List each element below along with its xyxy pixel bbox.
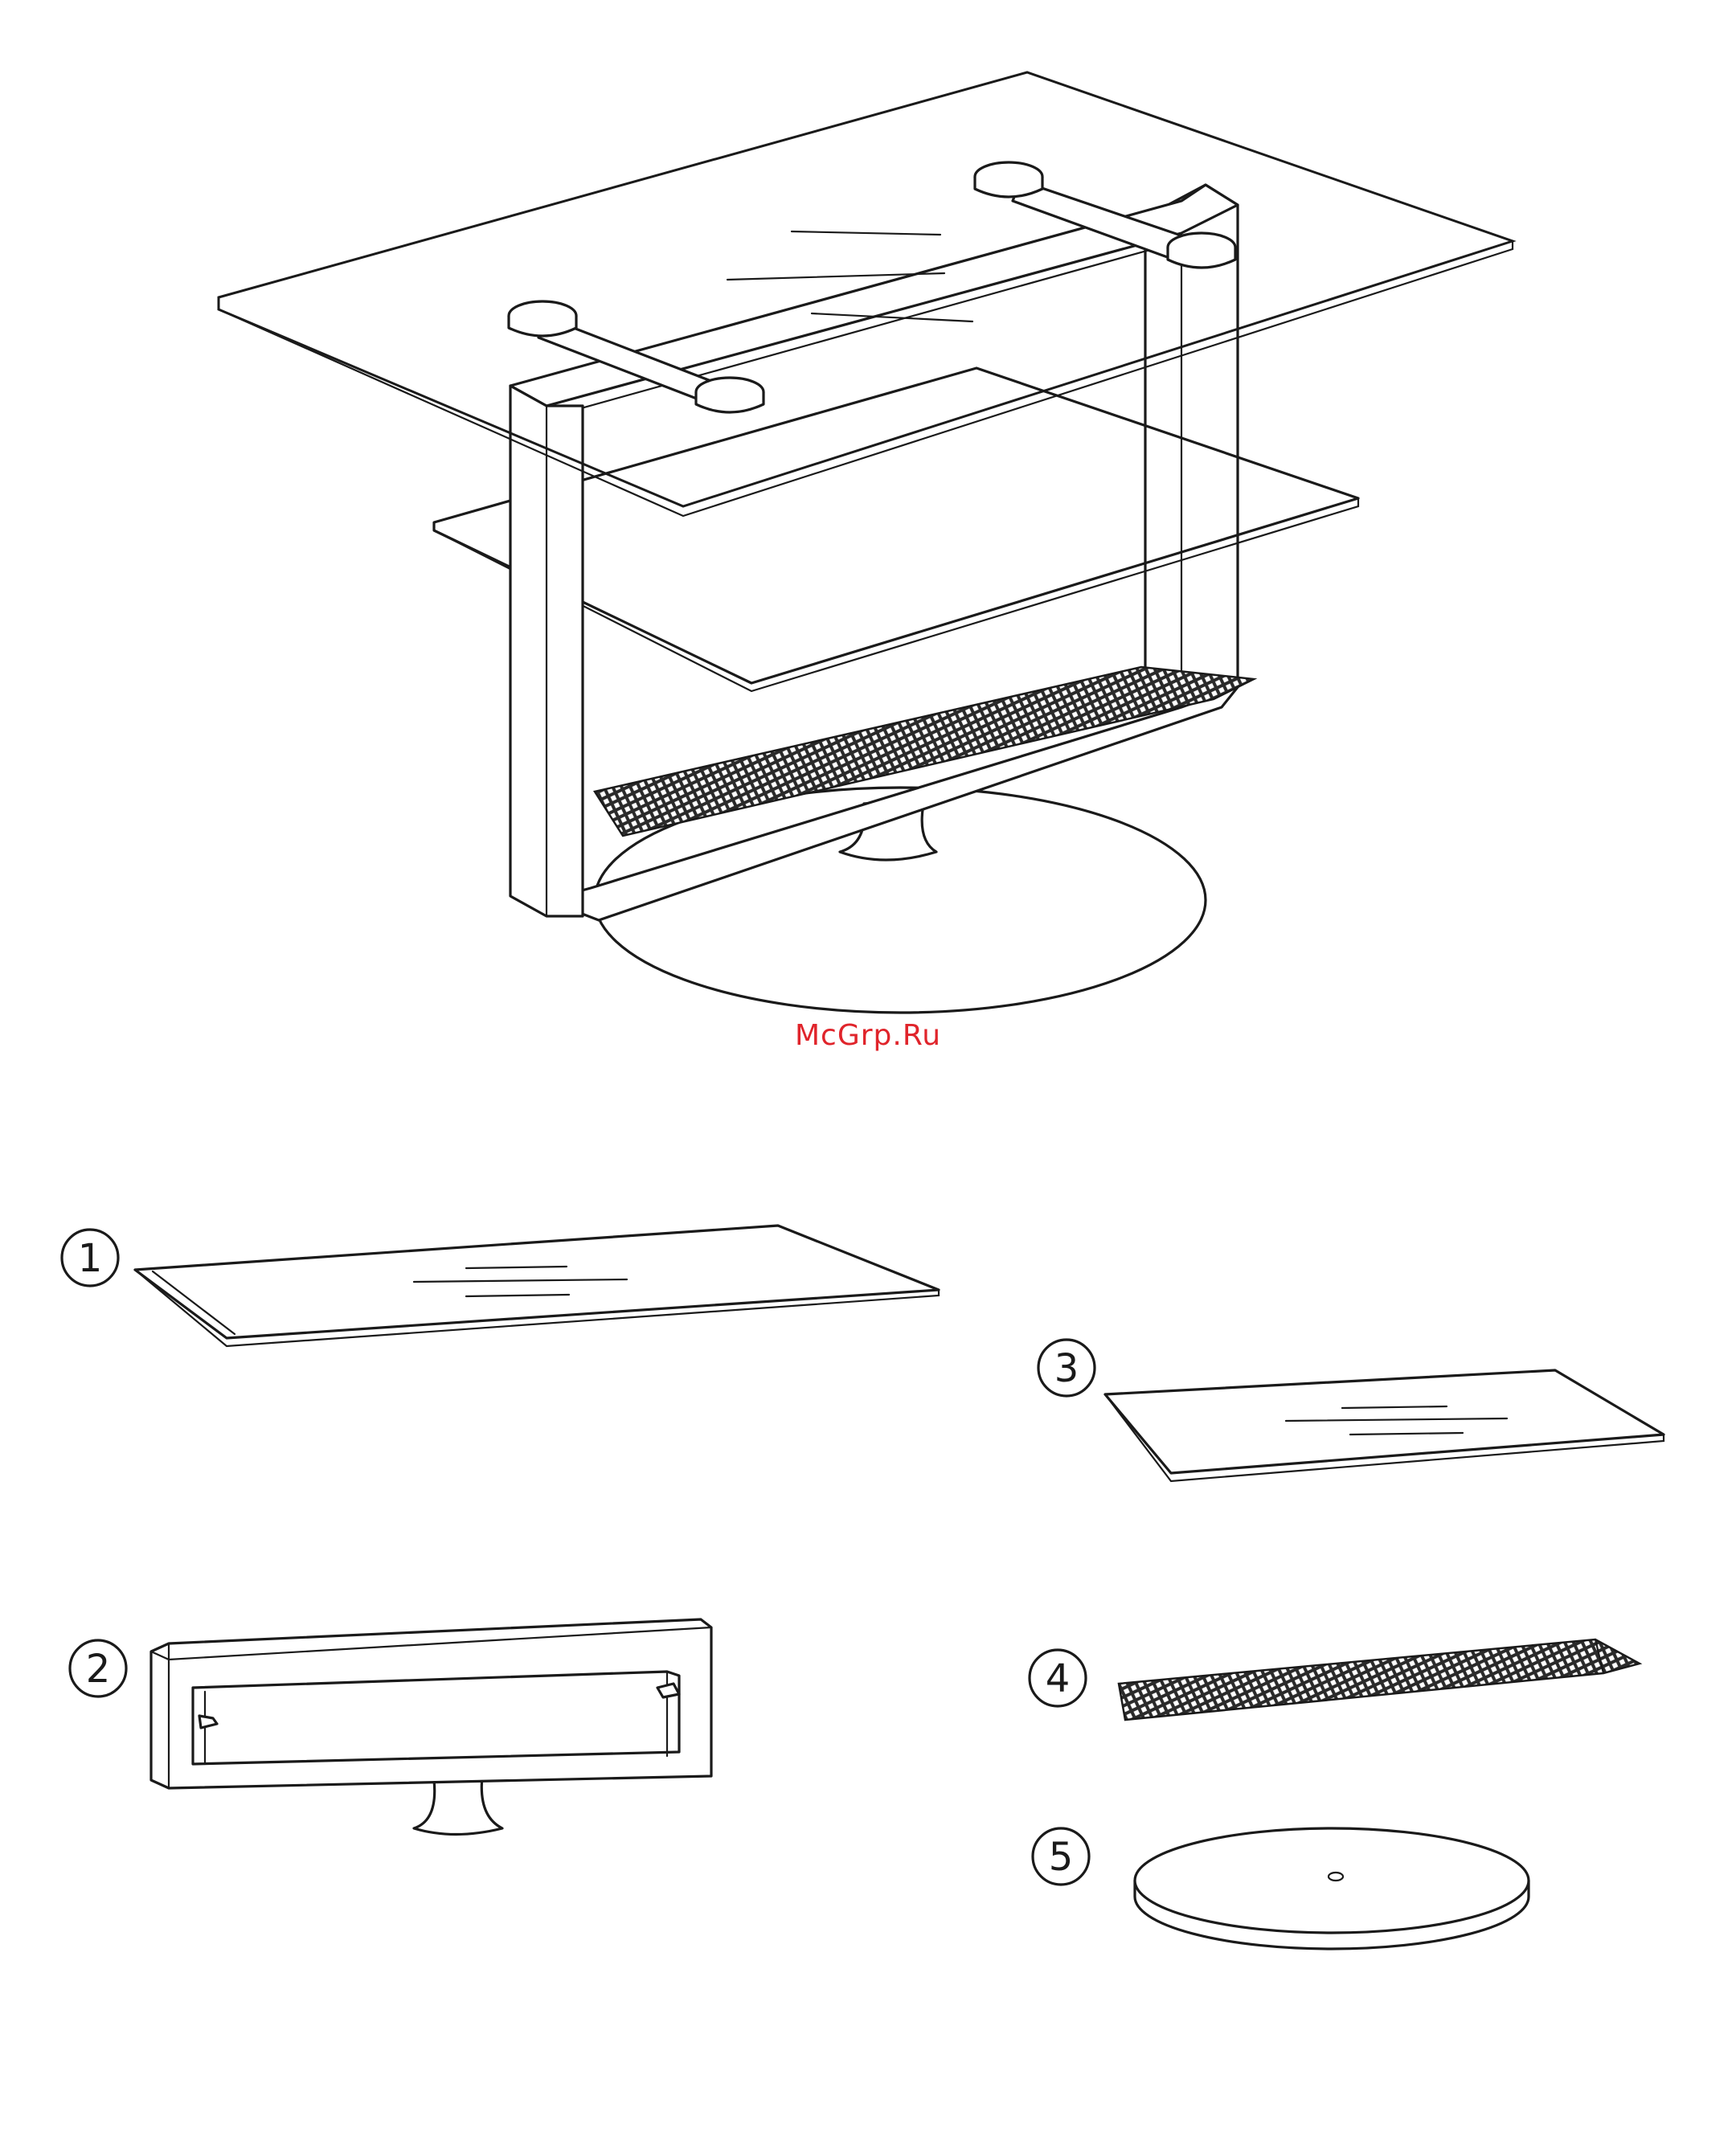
part-4-number: 4 (1046, 1656, 1071, 1701)
part-5-base-plate: 5 (1033, 1828, 1529, 1949)
part-4-mesh-tray: 4 (1030, 1639, 1640, 1720)
part-2-frame: 2 (70, 1619, 711, 1835)
part-1-number: 1 (78, 1236, 103, 1281)
part-1-glass-top: 1 (62, 1226, 939, 1346)
part-2-number: 2 (86, 1647, 111, 1692)
part-3-glass-shelf: 3 (1038, 1340, 1664, 1481)
part-3-number: 3 (1054, 1346, 1079, 1391)
part-5-number: 5 (1049, 1835, 1074, 1880)
watermark-text: McGrp.Ru (0, 1019, 1736, 1052)
assembled-stand-drawing (219, 72, 1513, 1013)
